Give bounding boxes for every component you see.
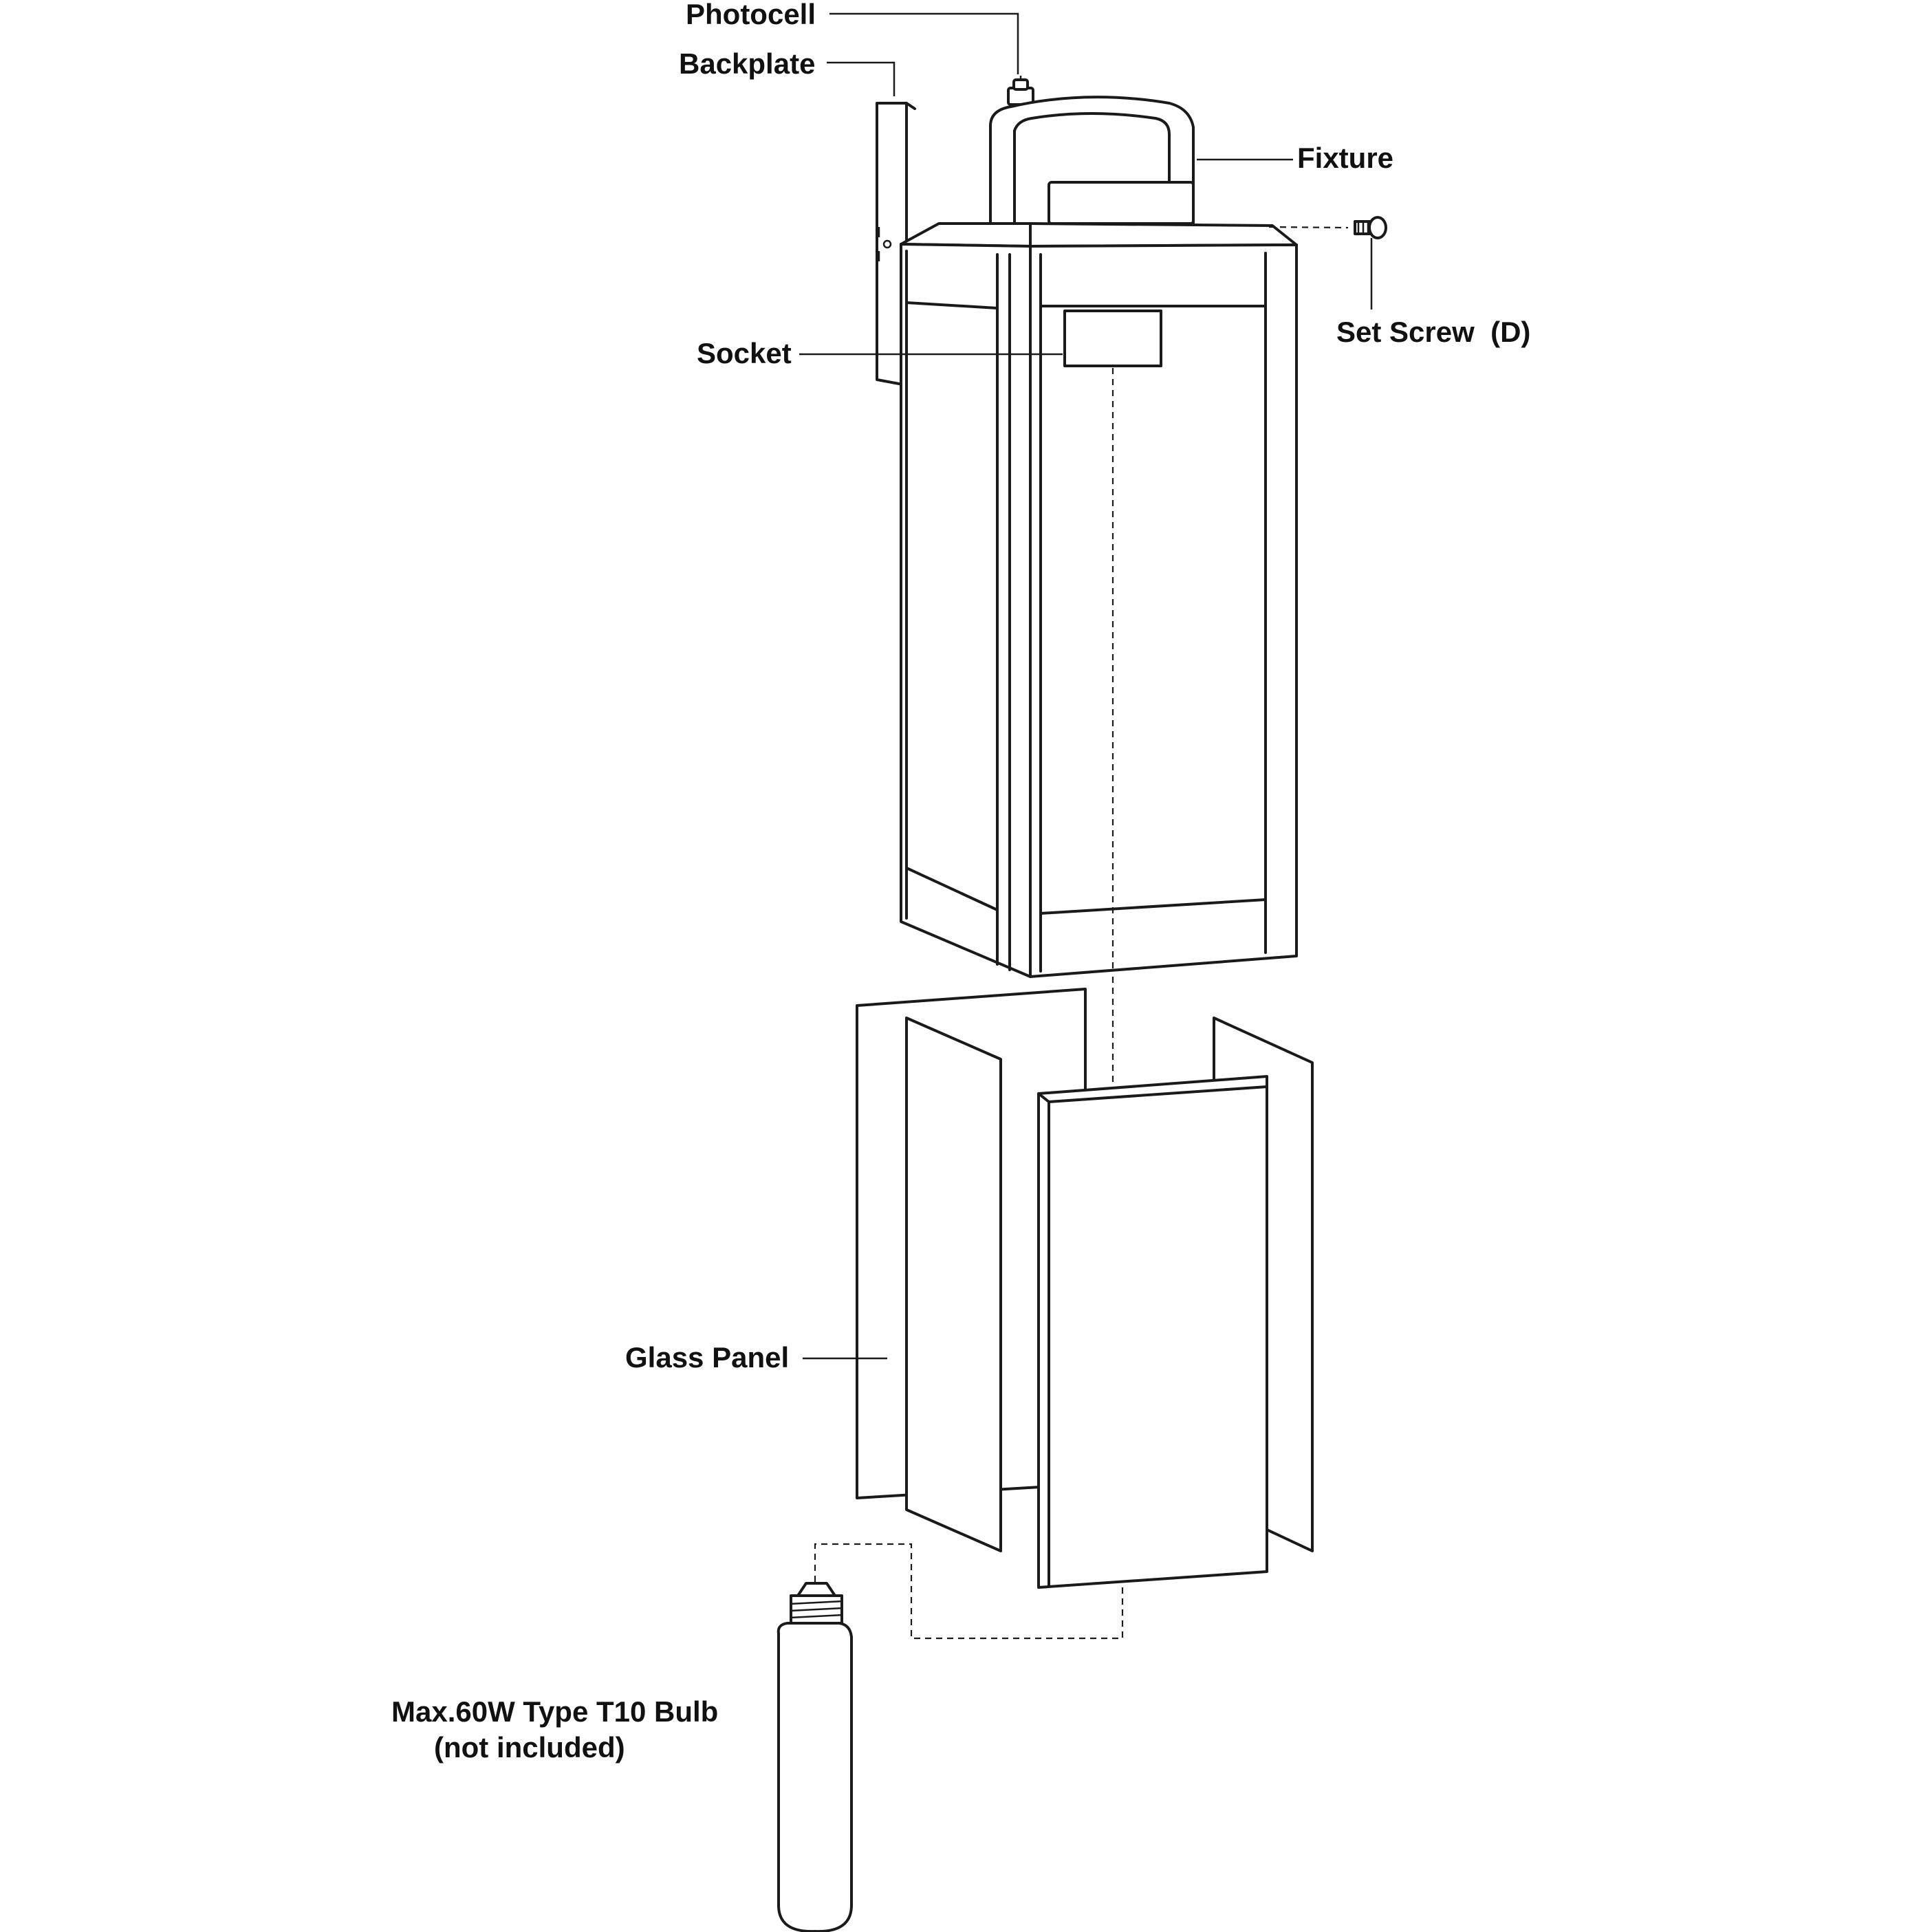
fixture-housing	[900, 96, 1298, 978]
leader-lines	[799, 12, 1373, 1360]
alignment-lines	[814, 226, 1349, 1640]
bulb-note-label: (not included)	[434, 1731, 625, 1763]
photocell-label: Photocell	[686, 0, 816, 30]
set-screw	[1354, 216, 1387, 239]
socket	[1063, 310, 1162, 367]
bulb-label: Max.60W Type T10 Bulb	[391, 1695, 718, 1728]
backplate-label: Backplate	[679, 47, 815, 80]
set-screw-label: Set Screw (D)	[1336, 316, 1530, 348]
t10-bulb	[777, 1582, 853, 1932]
photocell	[1007, 76, 1034, 106]
fixture-label: Fixture	[1297, 142, 1393, 174]
glass-panels	[856, 988, 1314, 1589]
socket-label: Socket	[697, 337, 792, 369]
glass-panel-label: Glass Panel	[625, 1341, 789, 1374]
